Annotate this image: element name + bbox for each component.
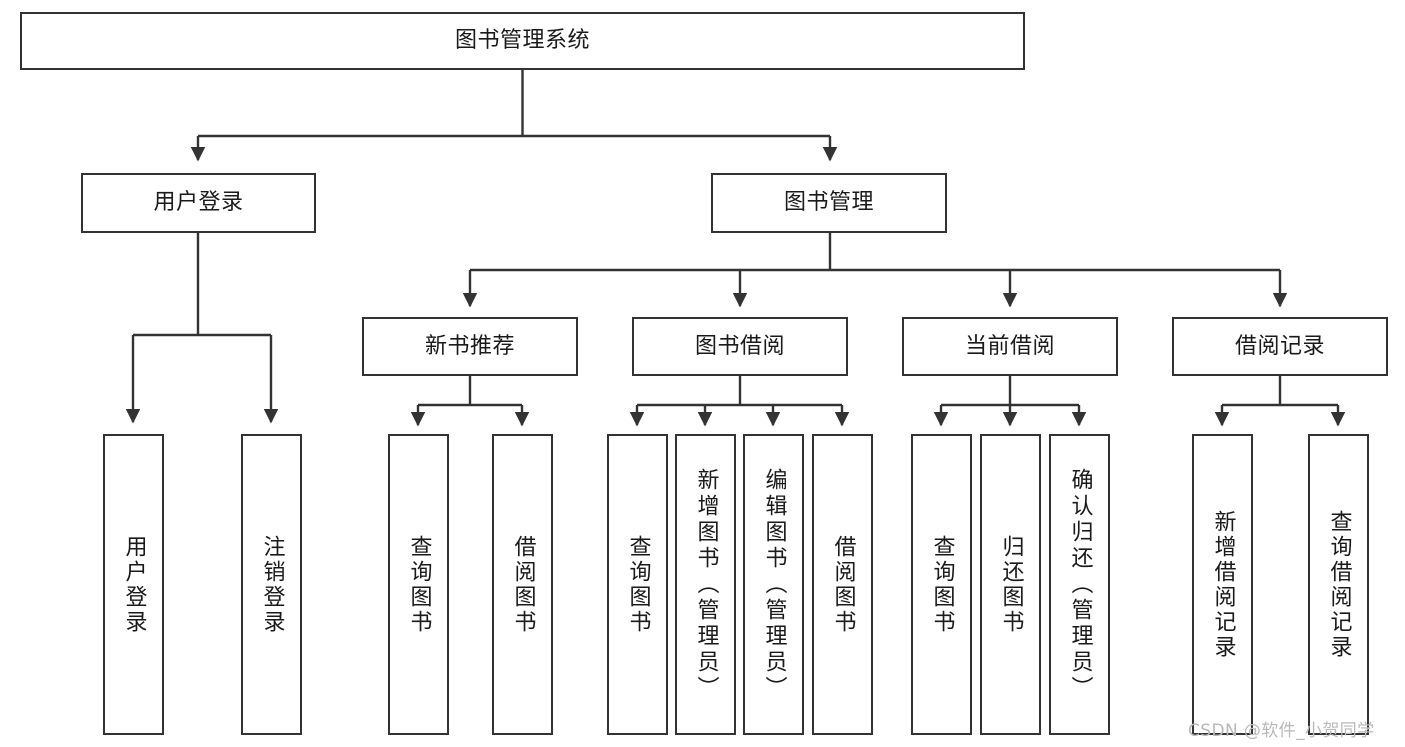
watermark-text: CSDN @软件_小贺同学 <box>1188 721 1375 741</box>
node-new-book-recommend[interactable]: 新书推荐 <box>362 317 578 376</box>
node-leaf-confirm-return-label: 确认归还（管理员） <box>1067 467 1093 702</box>
node-leaf-query-book-3-label: 查询图书 <box>929 534 955 635</box>
node-leaf-query-book-1[interactable]: 查询图书 <box>388 434 449 735</box>
node-leaf-borrow-book-2[interactable]: 借阅图书 <box>812 434 873 735</box>
node-leaf-query-book-2[interactable]: 查询图书 <box>607 434 668 735</box>
node-leaf-query-book-1-label: 查询图书 <box>406 534 432 635</box>
node-book-management[interactable]: 图书管理 <box>711 173 947 233</box>
node-leaf-edit-book[interactable]: 编辑图书（管理员） <box>743 434 804 735</box>
node-leaf-query-book-2-label: 查询图书 <box>625 534 651 635</box>
node-leaf-query-record[interactable]: 查询借阅记录 <box>1308 434 1369 735</box>
node-leaf-add-record-label: 新增借阅记录 <box>1210 509 1236 660</box>
node-book-management-label: 图书管理 <box>783 190 874 216</box>
node-leaf-query-record-label: 查询借阅记录 <box>1326 509 1352 660</box>
node-leaf-logout-login-label: 注销登录 <box>259 534 285 635</box>
node-current-borrow[interactable]: 当前借阅 <box>902 317 1118 376</box>
node-user-login[interactable]: 用户登录 <box>81 173 316 233</box>
node-user-login-label: 用户登录 <box>153 190 244 216</box>
node-leaf-user-login-label: 用户登录 <box>121 534 147 635</box>
node-leaf-logout-login[interactable]: 注销登录 <box>241 434 302 735</box>
node-leaf-query-book-3[interactable]: 查询图书 <box>911 434 972 735</box>
node-root[interactable]: 图书管理系统 <box>20 12 1025 70</box>
node-leaf-return-book[interactable]: 归还图书 <box>980 434 1041 735</box>
node-leaf-confirm-return[interactable]: 确认归还（管理员） <box>1049 434 1110 735</box>
node-new-book-recommend-label: 新书推荐 <box>424 333 515 359</box>
node-current-borrow-label: 当前借阅 <box>964 333 1055 359</box>
node-root-label: 图书管理系统 <box>454 28 590 54</box>
node-leaf-borrow-book-1-label: 借阅图书 <box>510 534 536 635</box>
node-leaf-return-book-label: 归还图书 <box>998 534 1024 635</box>
node-book-borrow-label: 图书借阅 <box>694 333 785 359</box>
node-leaf-add-book[interactable]: 新增图书（管理员） <box>675 434 736 735</box>
node-leaf-add-record[interactable]: 新增借阅记录 <box>1192 434 1253 735</box>
node-leaf-borrow-book-1[interactable]: 借阅图书 <box>492 434 553 735</box>
node-leaf-borrow-book-2-label: 借阅图书 <box>830 534 856 635</box>
node-leaf-add-book-label: 新增图书（管理员） <box>693 467 719 702</box>
node-book-borrow[interactable]: 图书借阅 <box>632 317 848 376</box>
node-leaf-user-login[interactable]: 用户登录 <box>103 434 164 735</box>
node-borrow-record-label: 借阅记录 <box>1234 333 1325 359</box>
node-leaf-edit-book-label: 编辑图书（管理员） <box>761 467 787 702</box>
node-borrow-record[interactable]: 借阅记录 <box>1172 317 1388 376</box>
